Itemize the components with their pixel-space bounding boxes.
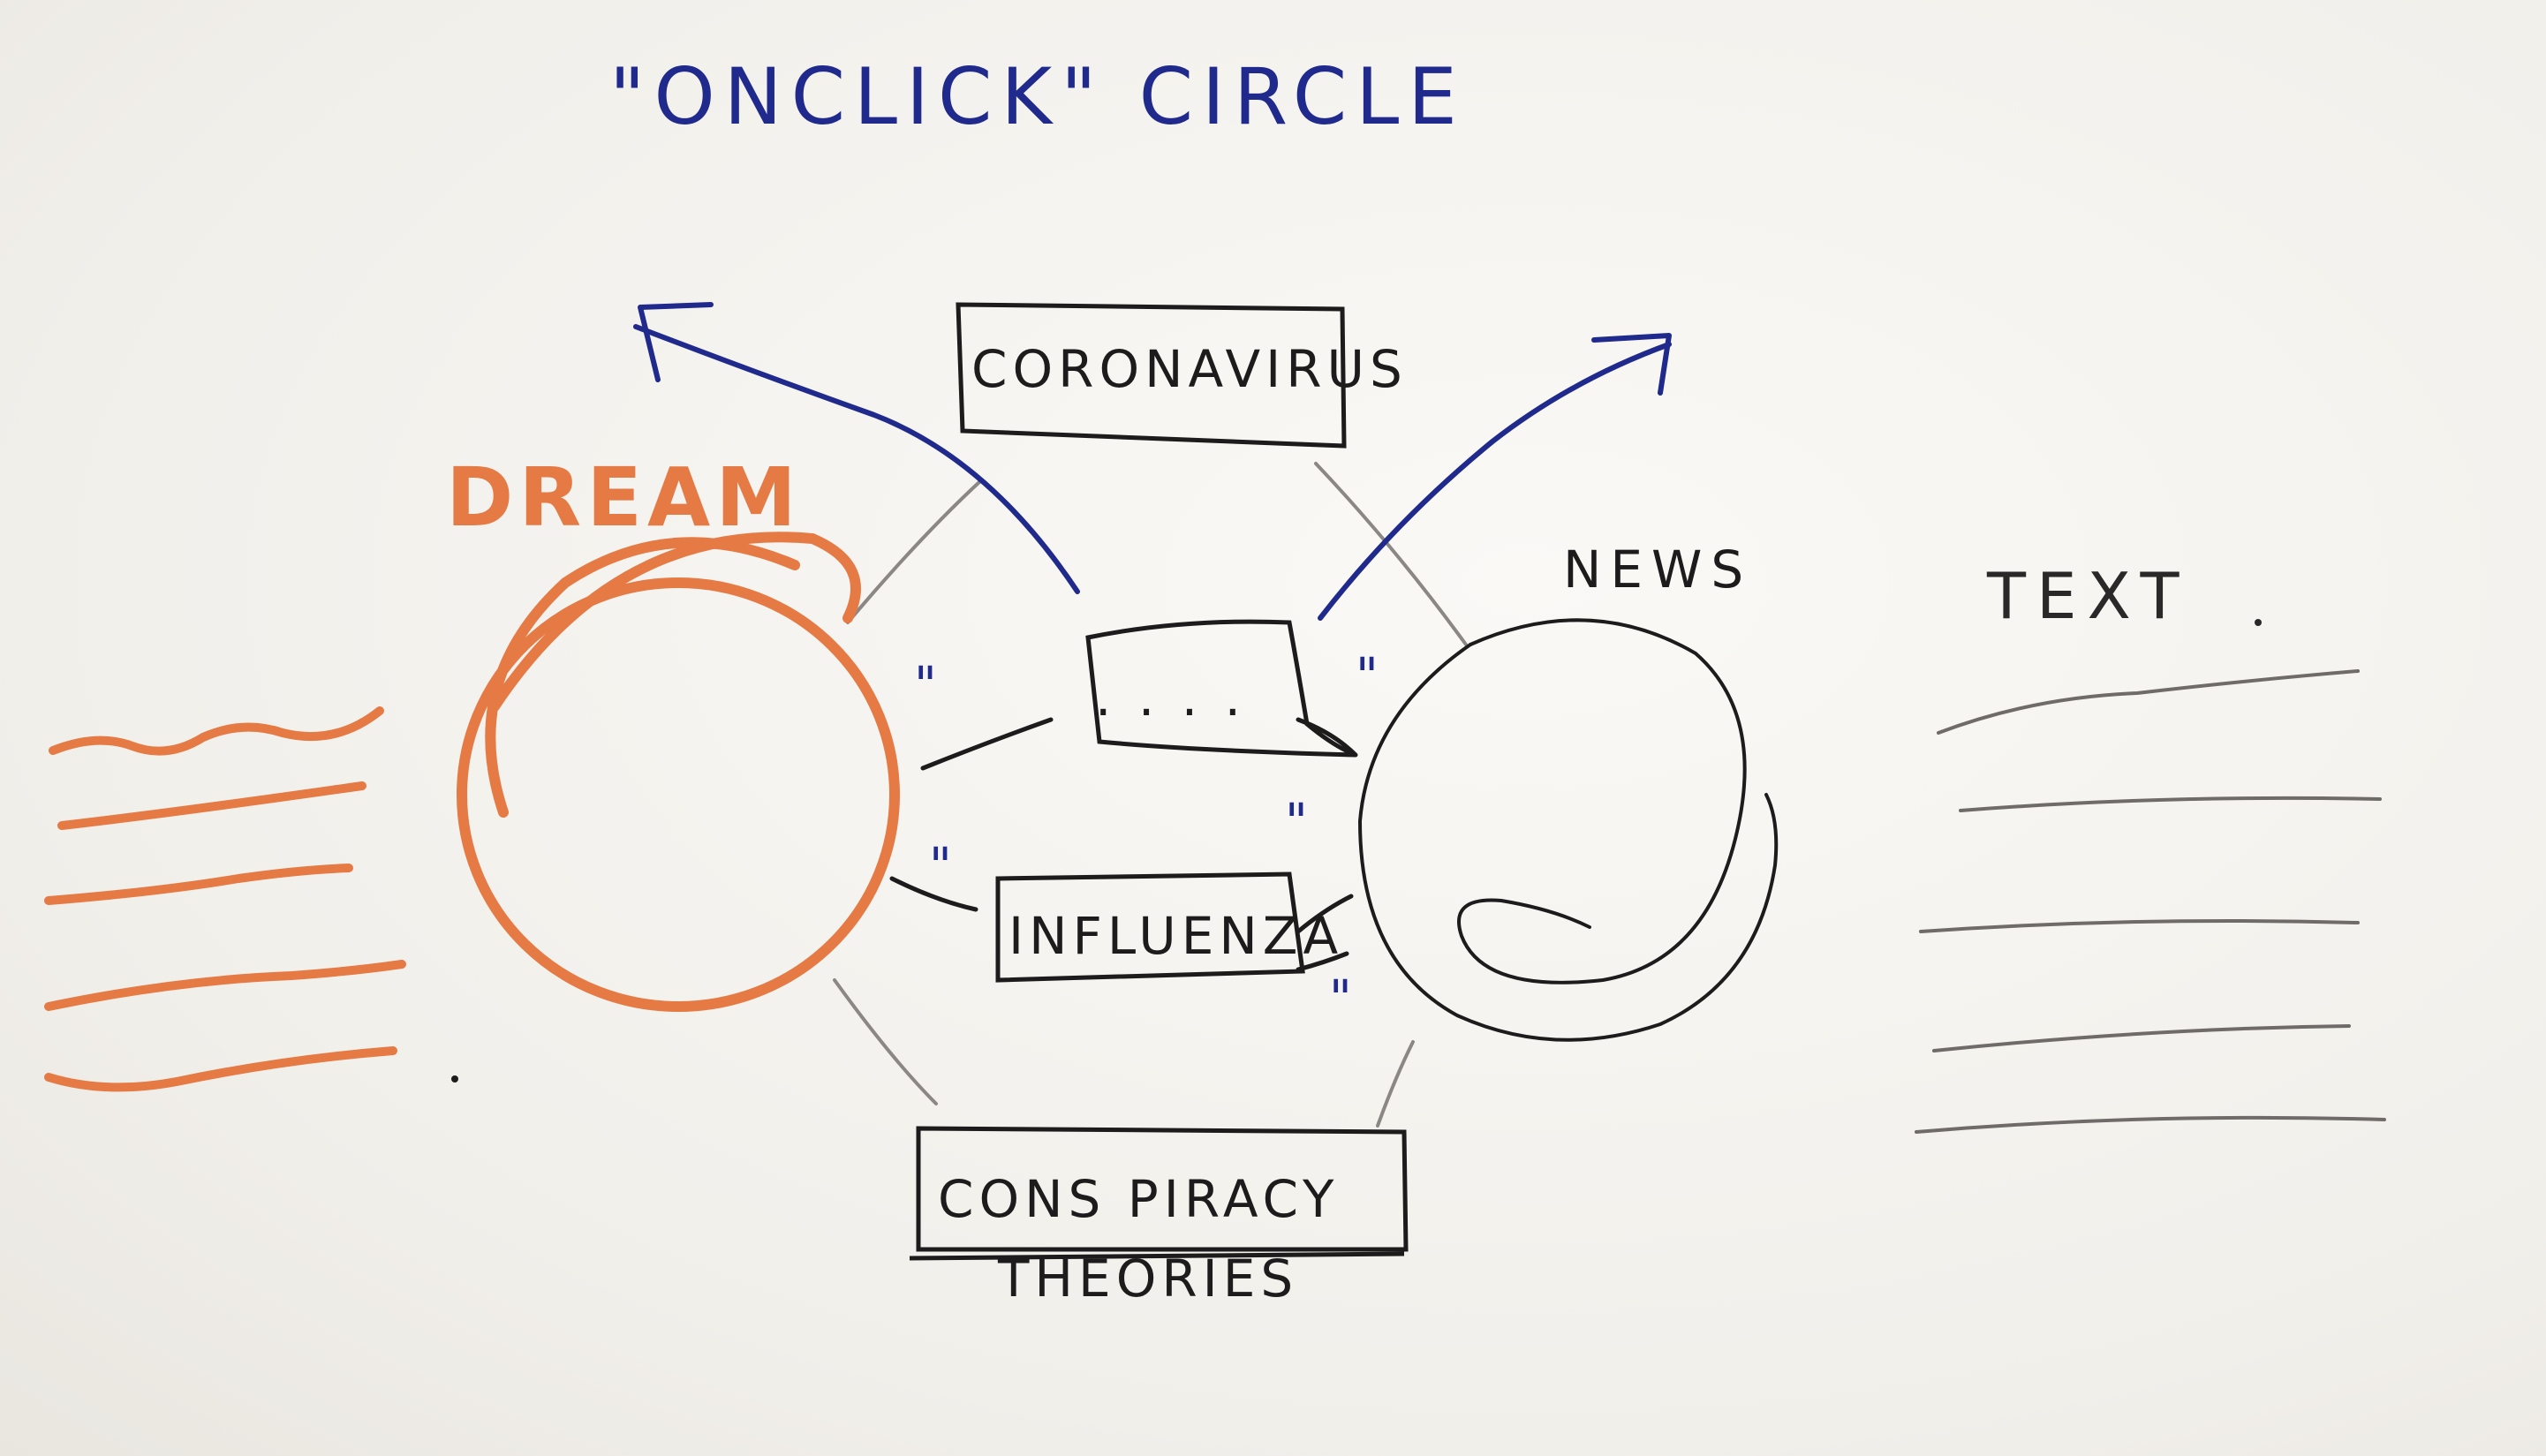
squiggle-line-3 (44, 864, 353, 905)
text-line-2 (1959, 796, 2382, 812)
conspiracy-label-line1: CONS PIRACY (938, 1169, 1339, 1229)
quote-mark-3: " (1356, 648, 1379, 705)
text-label: TEXT (1986, 559, 2190, 633)
squiggle-line-5 (44, 1046, 397, 1092)
dream-text-lines (44, 706, 406, 1092)
squiggle-line-2 (57, 781, 366, 830)
node-coronavirus[interactable]: CORONAVIRUS (956, 302, 1408, 449)
text-column: TEXT (1915, 559, 2386, 1134)
dream-circle (457, 532, 900, 1012)
squiggle-line-4 (44, 960, 406, 1011)
quote-mark-2: " (929, 838, 952, 895)
arrow-right-head (1591, 333, 1672, 396)
quote-mark-4: " (1285, 794, 1308, 851)
connector-dream-coronavirus (846, 479, 982, 624)
connector-dream-center (920, 717, 1054, 771)
text-placeholder-lines (1915, 669, 2386, 1134)
dot-mark (451, 1075, 458, 1083)
quote-marks: " " " " " (914, 648, 1379, 1028)
influenza-label: INFLUENZA (1009, 906, 1343, 966)
pencil-connectors (833, 462, 1468, 1128)
conspiracy-label-line2: THEORIES (997, 1249, 1298, 1309)
conspiracy-underline (909, 1251, 1405, 1261)
speech-bubble-outline (1085, 619, 1356, 758)
blue-arrows (633, 302, 1672, 621)
coronavirus-label: CORONAVIRUS (971, 339, 1408, 399)
text-dot (2255, 619, 2262, 626)
connector-dream-influenza (889, 876, 978, 912)
node-news[interactable]: NEWS (1357, 539, 1779, 1042)
dream-label: DREAM (446, 450, 802, 545)
connector-dream-conspiracy (833, 978, 938, 1105)
connector-coronavirus-news (1314, 462, 1468, 646)
node-influenza[interactable]: INFLUENZA (995, 871, 1343, 983)
text-line-1 (1937, 669, 2360, 735)
influenza-box (995, 871, 1305, 983)
node-conspiracy-theories[interactable]: CONS PIRACY THEORIES (909, 1126, 1409, 1309)
connector-conspiracy-news (1376, 1040, 1415, 1128)
arrow-left (633, 324, 1080, 594)
text-line-3 (1919, 918, 2360, 933)
news-label: NEWS (1563, 539, 1752, 600)
arrow-right (1318, 342, 1672, 621)
coronavirus-box (956, 302, 1347, 449)
text-line-4 (1932, 1024, 2351, 1052)
news-spiral (1357, 618, 1779, 1042)
quote-mark-1: " (914, 657, 937, 714)
quote-mark-5: " (1329, 970, 1352, 1028)
text-line-5 (1915, 1115, 2386, 1134)
arrow-left-head (638, 302, 714, 382)
connector-influenza-news (1296, 894, 1354, 934)
node-dream[interactable]: DREAM (446, 450, 900, 1012)
page-title: "ONCLICK" CIRCLE (609, 51, 1466, 142)
speech-bubble-dots: . . . . (1095, 668, 1246, 728)
conspiracy-box (916, 1126, 1409, 1252)
node-speech-bubble[interactable]: . . . . (1085, 619, 1356, 758)
squiggle-line-1 (49, 706, 384, 756)
